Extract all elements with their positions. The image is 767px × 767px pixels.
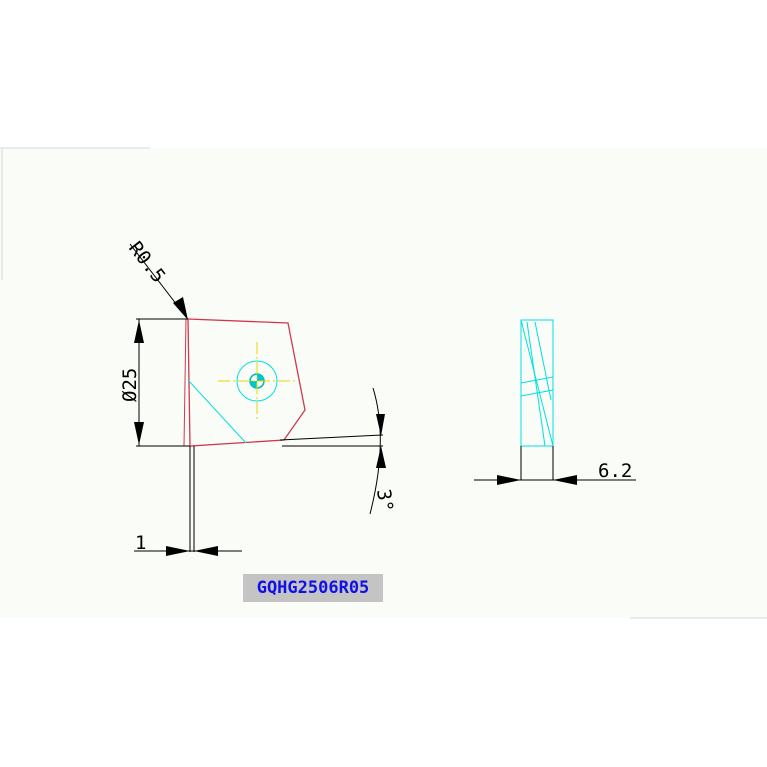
side-view-hatch-1 — [520, 319, 554, 447]
width-label: 1 — [135, 532, 146, 554]
angle-arrow-top — [376, 414, 385, 436]
insert-front-view — [183, 318, 306, 447]
diameter-arrow-top — [134, 320, 144, 343]
insert-outline — [187, 318, 306, 447]
angle-label: 3° — [372, 488, 397, 514]
angle-arc — [369, 387, 381, 515]
screw-hole-circle — [236, 360, 278, 402]
thickness-label: 6.2 — [598, 460, 632, 482]
angle-arrow-bottom — [376, 446, 386, 468]
side-view-hatch-2 — [526, 321, 546, 447]
diameter-dimension: Ø25 — [119, 318, 190, 447]
thickness-arrow-right — [553, 475, 577, 485]
screw-hole-fill-a — [257, 374, 264, 381]
angle-dimension: 3° — [279, 387, 397, 515]
insert-side-view — [520, 319, 554, 480]
hidden-line — [187, 379, 247, 444]
insert-left-edge — [183, 318, 187, 447]
screw-hole-fill-b — [250, 381, 257, 388]
radius-arrowhead — [173, 297, 188, 320]
side-view-hatch-5 — [520, 389, 554, 397]
part-number-label: GQHG2506R05 — [243, 574, 383, 602]
side-view-hatch-3 — [534, 321, 552, 401]
width-dimension: 1 — [134, 446, 242, 556]
sheet-background — [0, 148, 767, 618]
diameter-arrow-bottom — [134, 422, 144, 445]
angle-reference-line — [279, 434, 384, 441]
diameter-label: Ø25 — [119, 368, 141, 402]
thickness-arrow-left — [497, 475, 521, 485]
side-view-hatch-4 — [520, 376, 554, 384]
width-arrow-left — [166, 546, 190, 556]
thickness-dimension: 6.2 — [474, 460, 636, 485]
width-arrow-right — [194, 546, 218, 556]
